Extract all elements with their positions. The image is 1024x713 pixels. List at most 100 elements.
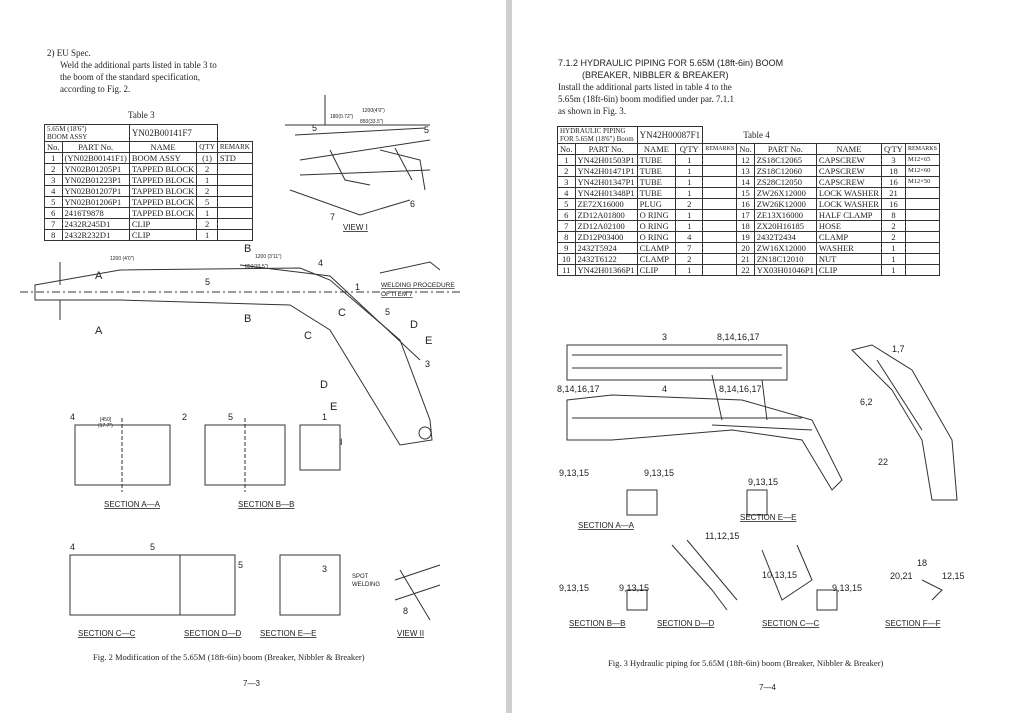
left-page: 2) EU Spec. Weld the additional parts li…	[0, 0, 506, 713]
svg-text:5: 5	[312, 123, 317, 133]
dim-label: 1200 (4'0")	[110, 256, 134, 262]
table-cell: YX03H01046P1	[753, 264, 817, 276]
svg-text:5: 5	[150, 542, 155, 552]
svg-text:1: 1	[355, 282, 360, 292]
svg-text:6: 6	[410, 199, 415, 209]
section-mark-a: A	[95, 270, 103, 282]
piping-drawing: 3 8,14,16,17 8,14,16,17 4 8,14,16,17 1,7…	[557, 332, 965, 628]
view-i-drawing	[285, 95, 431, 216]
svg-text:3: 3	[425, 359, 430, 369]
svg-text:D: D	[320, 379, 328, 391]
intro-line-1: Weld the additional parts listed in tabl…	[60, 60, 217, 70]
svg-text:1: 1	[322, 412, 327, 422]
figure-2-caption: Fig. 2 Modification of the 5.65M (18ft-6…	[93, 652, 365, 662]
svg-text:B: B	[244, 313, 251, 325]
svg-text:C: C	[304, 330, 312, 342]
table-cell: 1	[880, 264, 906, 276]
dim-label: 1200 (3'11")	[255, 254, 282, 260]
svg-text:2: 2	[182, 412, 187, 422]
svg-text:10,13,15: 10,13,15	[762, 570, 797, 580]
table-cell: 2432T5924	[574, 242, 638, 254]
svg-text:8,14,16,17: 8,14,16,17	[719, 384, 762, 394]
svg-text:I: I	[340, 437, 343, 447]
table-cell: YN42H01366P1	[574, 264, 638, 276]
svg-text:4: 4	[318, 258, 323, 268]
welding-procedure-label: WELDING PROCEDURE	[381, 282, 455, 289]
svg-text:3: 3	[322, 564, 327, 574]
col-header: PART No.	[574, 143, 638, 155]
dim-label: 1200(4'0")	[362, 108, 385, 114]
table-cell	[702, 264, 738, 276]
intro-line-2: the boom of the standard specification,	[60, 72, 200, 82]
section-dd-label: SECTION D—D	[184, 629, 242, 638]
page-number: 7—3	[243, 679, 260, 688]
svg-text:E: E	[425, 335, 432, 347]
svg-text:9,13,15: 9,13,15	[559, 583, 589, 593]
figure-3-caption: Fig. 3 Hydraulic piping for 5.65M (18ft-…	[608, 658, 884, 668]
dim-label: 850(33.5")	[245, 264, 269, 270]
table-cell: 16	[880, 198, 906, 210]
svg-text:B: B	[244, 243, 251, 255]
svg-text:9,13,15: 9,13,15	[619, 583, 649, 593]
svg-text:11,12,15: 11,12,15	[705, 531, 739, 541]
svg-text:9,13,15: 9,13,15	[832, 583, 862, 593]
section-cc-label: SECTION C—C	[762, 619, 820, 628]
svg-text:22: 22	[878, 457, 888, 467]
table-3: 5.65M (18'6")BOOM ASSY YN02B00141F7 No. …	[44, 124, 253, 241]
svg-text:6,2: 6,2	[860, 397, 873, 407]
svg-text:C: C	[338, 307, 346, 319]
svg-text:9,13,15: 9,13,15	[644, 468, 674, 478]
section-cc-label: SECTION C—C	[78, 629, 136, 638]
eu-spec-heading: 2) EU Spec.	[47, 48, 91, 58]
svg-text:7: 7	[330, 212, 335, 222]
svg-text:8,14,16,17: 8,14,16,17	[717, 332, 760, 342]
section-dd-label: SECTION D—D	[657, 619, 715, 628]
section-cc-dd-ee-drawings	[69, 554, 441, 621]
svg-text:5: 5	[238, 560, 243, 570]
section-mark-a: A	[95, 325, 103, 337]
svg-text:8: 8	[403, 606, 408, 616]
table-3-title: Table 3	[128, 110, 155, 120]
table-cell: CLIP	[128, 229, 198, 241]
welding-procedure-label: OF ITEM 7	[381, 291, 413, 298]
boom-drawing: VIEW I 1200(4'0") 850(33.5") 180(0.72") …	[20, 95, 460, 638]
section-ee-label: SECTION E—E	[260, 629, 316, 638]
svg-text:9,13,15: 9,13,15	[559, 468, 589, 478]
dim-label: 850(33.5")	[360, 119, 384, 125]
svg-text:5: 5	[228, 412, 233, 422]
right-page: 7.1.2 HYDRAULIC PIPING FOR 5.65M (18ft-6…	[512, 0, 1024, 713]
svg-text:4: 4	[70, 412, 75, 422]
table-cell	[904, 264, 940, 276]
page-number: 7—4	[759, 683, 776, 692]
piping-views	[566, 344, 958, 611]
boom-outline	[20, 261, 460, 446]
view-i-label: VIEW I	[343, 223, 368, 232]
intro-line-3: according to Fig. 2.	[60, 84, 131, 94]
table-cell: CLIP	[815, 264, 882, 276]
section-bb-label: SECTION B—B	[238, 500, 294, 509]
dim-label: 180(0.72")	[330, 114, 354, 120]
table-cell: ZS18C12065	[753, 154, 817, 166]
svg-text:[450]: [450]	[100, 417, 112, 423]
table-row: 1(YN02B00141F1)BOOM ASSY(1)STD	[44, 152, 253, 164]
svg-text:12,15: 12,15	[942, 571, 965, 581]
intro-line-3: as shown in Fig. 3.	[558, 106, 627, 116]
svg-text:8,14,16,17: 8,14,16,17	[557, 384, 600, 394]
section-ff-label: SECTION F—F	[885, 619, 941, 628]
svg-text:4: 4	[662, 384, 667, 394]
svg-text:3: 3	[662, 332, 667, 342]
svg-text:5: 5	[385, 307, 390, 317]
svg-text:4: 4	[70, 542, 75, 552]
svg-text:5: 5	[205, 277, 210, 287]
svg-text:9,13,15: 9,13,15	[748, 477, 778, 487]
svg-text:(17.7"): (17.7")	[98, 423, 113, 429]
